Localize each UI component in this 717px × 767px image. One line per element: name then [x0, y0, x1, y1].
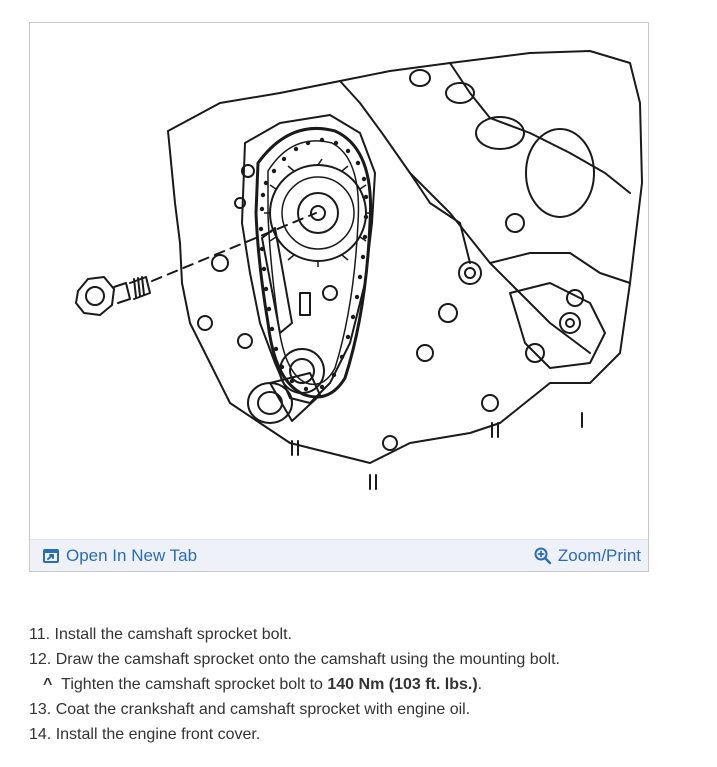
step-14: 14. Install the engine front cover.: [29, 722, 689, 747]
open-in-new-tab-icon: [42, 547, 60, 565]
step-number: 13.: [29, 701, 52, 718]
caret-bullet: ^: [43, 676, 53, 693]
note-text: Tighten the camshaft sprocket bolt to: [61, 676, 328, 693]
step-text: Coat the crankshaft and camshaft sprocke…: [55, 701, 471, 718]
step-number: 12.: [29, 651, 52, 668]
open-in-new-tab-link[interactable]: Open In New Tab: [42, 546, 197, 566]
step-number: 11.: [29, 626, 51, 643]
step-13: 13. Coat the crankshaft and camshaft spr…: [29, 697, 689, 722]
step-11: 11. Install the camshaft sprocket bolt.: [29, 622, 689, 647]
engine-timing-illustration: [30, 23, 648, 539]
torque-note: ^ Tighten the camshaft sprocket bolt to …: [29, 672, 689, 697]
torque-spec: 140 Nm (103 ft. lbs.): [327, 676, 478, 693]
step-12: 12. Draw the camshaft sprocket onto the …: [29, 647, 689, 672]
zoom-print-link[interactable]: Zoom/Print: [534, 546, 641, 566]
figure-toolbar: Open In New Tab Zoom/Print: [30, 539, 648, 571]
figure-card: Open In New Tab Zoom/Print: [29, 22, 649, 572]
zoom-magnifier-icon: [534, 547, 552, 565]
engine-line-drawing: [75, 50, 643, 490]
step-number: 14.: [29, 726, 52, 743]
step-text: Draw the camshaft sprocket onto the cams…: [55, 651, 560, 668]
zoom-print-label: Zoom/Print: [557, 546, 641, 565]
note-period: .: [477, 676, 483, 693]
open-in-new-tab-label: Open In New Tab: [66, 546, 198, 565]
step-text: Install the engine front cover.: [55, 726, 261, 743]
step-text: Install the camshaft sprocket bolt.: [54, 626, 292, 643]
instruction-steps: 11. Install the camshaft sprocket bolt. …: [29, 622, 689, 747]
